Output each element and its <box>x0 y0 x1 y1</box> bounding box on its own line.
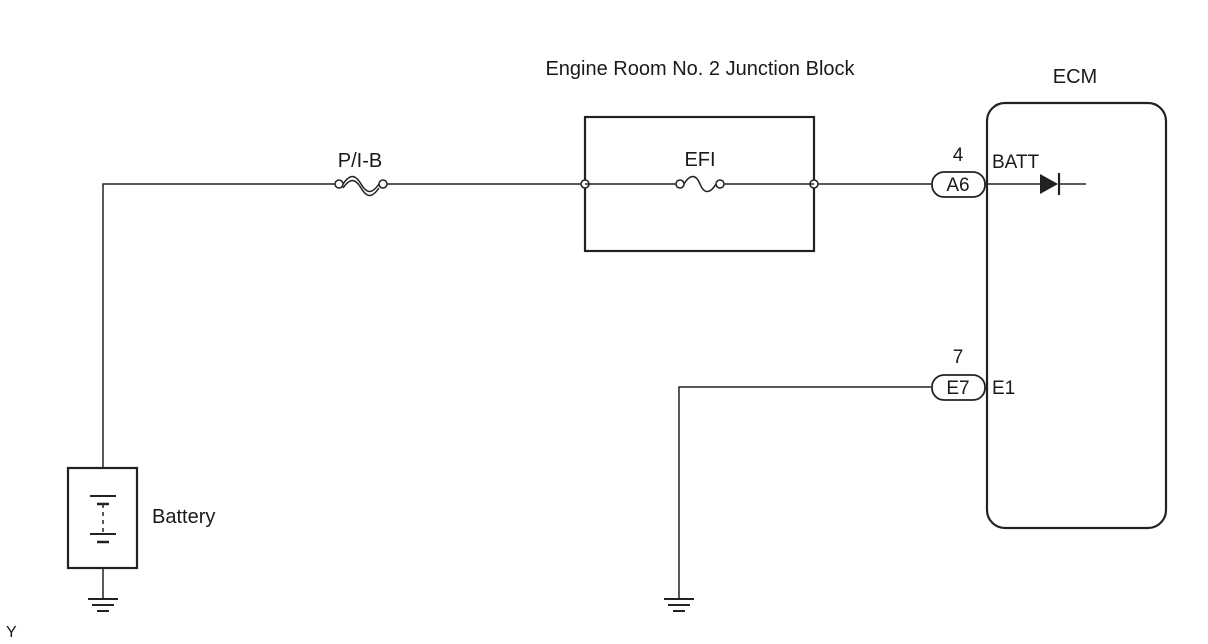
connector-a6-pin: 4 <box>953 145 964 166</box>
diode-icon <box>985 173 1086 195</box>
ground-wire-ecm <box>678 386 931 598</box>
e1-terminal-label: E1 <box>992 378 1015 399</box>
connector-a6-code: A6 <box>946 175 969 196</box>
power-wire <box>102 183 931 468</box>
battery-box <box>66 466 139 570</box>
pib-fuse <box>334 175 388 197</box>
connector-e7-code: E7 <box>946 378 969 399</box>
efi-fuse-label: EFI <box>684 149 715 171</box>
corner-mark: Y <box>6 624 17 641</box>
connector-e7 <box>931 374 986 401</box>
pib-fuse-label: P/I-B <box>338 150 382 172</box>
battery-icon <box>90 495 116 544</box>
ground-icon <box>664 598 694 612</box>
battery-label: Battery <box>152 506 215 528</box>
ecm-box <box>985 101 1168 530</box>
efi-fuse <box>580 175 819 193</box>
battery-ground-icon <box>88 598 118 612</box>
connector-e7-pin: 7 <box>953 347 964 368</box>
ecm-title: ECM <box>1053 66 1097 88</box>
batt-terminal-label: BATT <box>992 152 1040 173</box>
junction-block-title: Engine Room No. 2 Junction Block <box>545 58 855 80</box>
